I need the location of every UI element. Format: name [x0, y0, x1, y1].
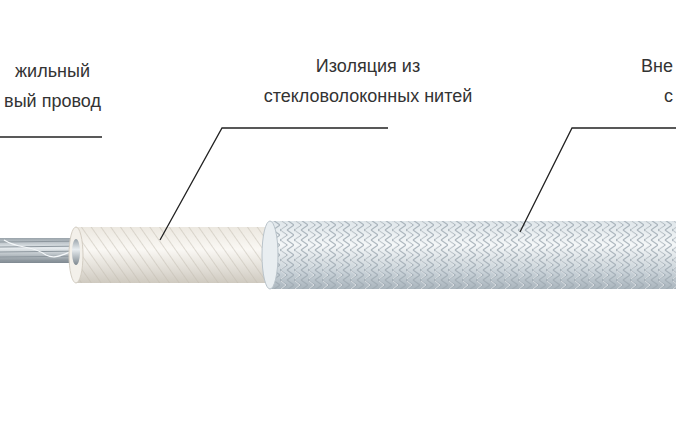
part-label: Вне с: [637, 51, 673, 111]
part-label: Изоляция из стекловолоконных нитей: [262, 51, 475, 111]
part-label: жильный вый провод: [2, 56, 103, 116]
